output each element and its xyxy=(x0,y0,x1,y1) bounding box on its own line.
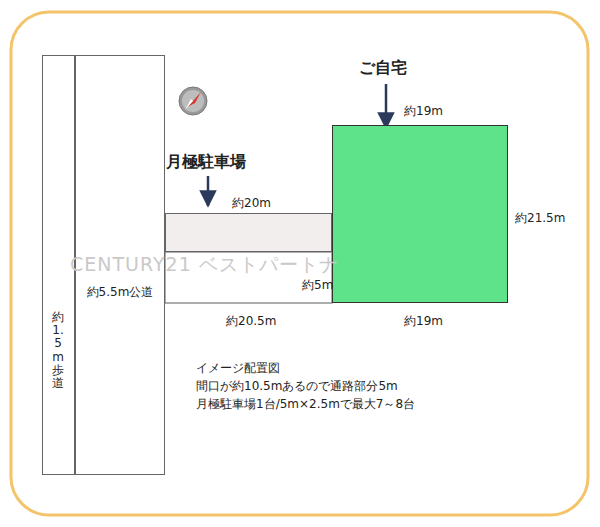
leader-arrow xyxy=(207,176,210,206)
dimension-label: 約21.5m xyxy=(515,210,565,227)
dimension-label: 約20.5m xyxy=(226,313,276,330)
note: イメージ配置図 xyxy=(196,360,280,377)
watermark: CENTURY21 ベストパートナ xyxy=(70,252,339,278)
frame xyxy=(11,12,588,515)
note: 間口が約10.5mあるので通路部分5m xyxy=(196,378,398,395)
dimension-label: 約19m xyxy=(404,313,443,330)
dimension-label: 約5m xyxy=(302,277,333,294)
compass xyxy=(179,87,207,115)
leader-arrow xyxy=(385,84,388,128)
note: 月極駐車場1台/5m×2.5mで最大7～8台 xyxy=(196,396,415,413)
dimension-label: 約20m xyxy=(232,195,271,212)
node-label: 約5.5m公道 xyxy=(87,284,154,301)
node-label: ご自宅 xyxy=(359,58,407,79)
node-label: 約1.5m歩道 xyxy=(52,311,64,390)
node-label: 月極駐車場 xyxy=(166,152,246,173)
dimension-label: 約19m xyxy=(404,103,443,120)
house-lot: ご自宅 xyxy=(332,125,508,303)
parking-lot: 月極駐車場 xyxy=(165,213,332,252)
